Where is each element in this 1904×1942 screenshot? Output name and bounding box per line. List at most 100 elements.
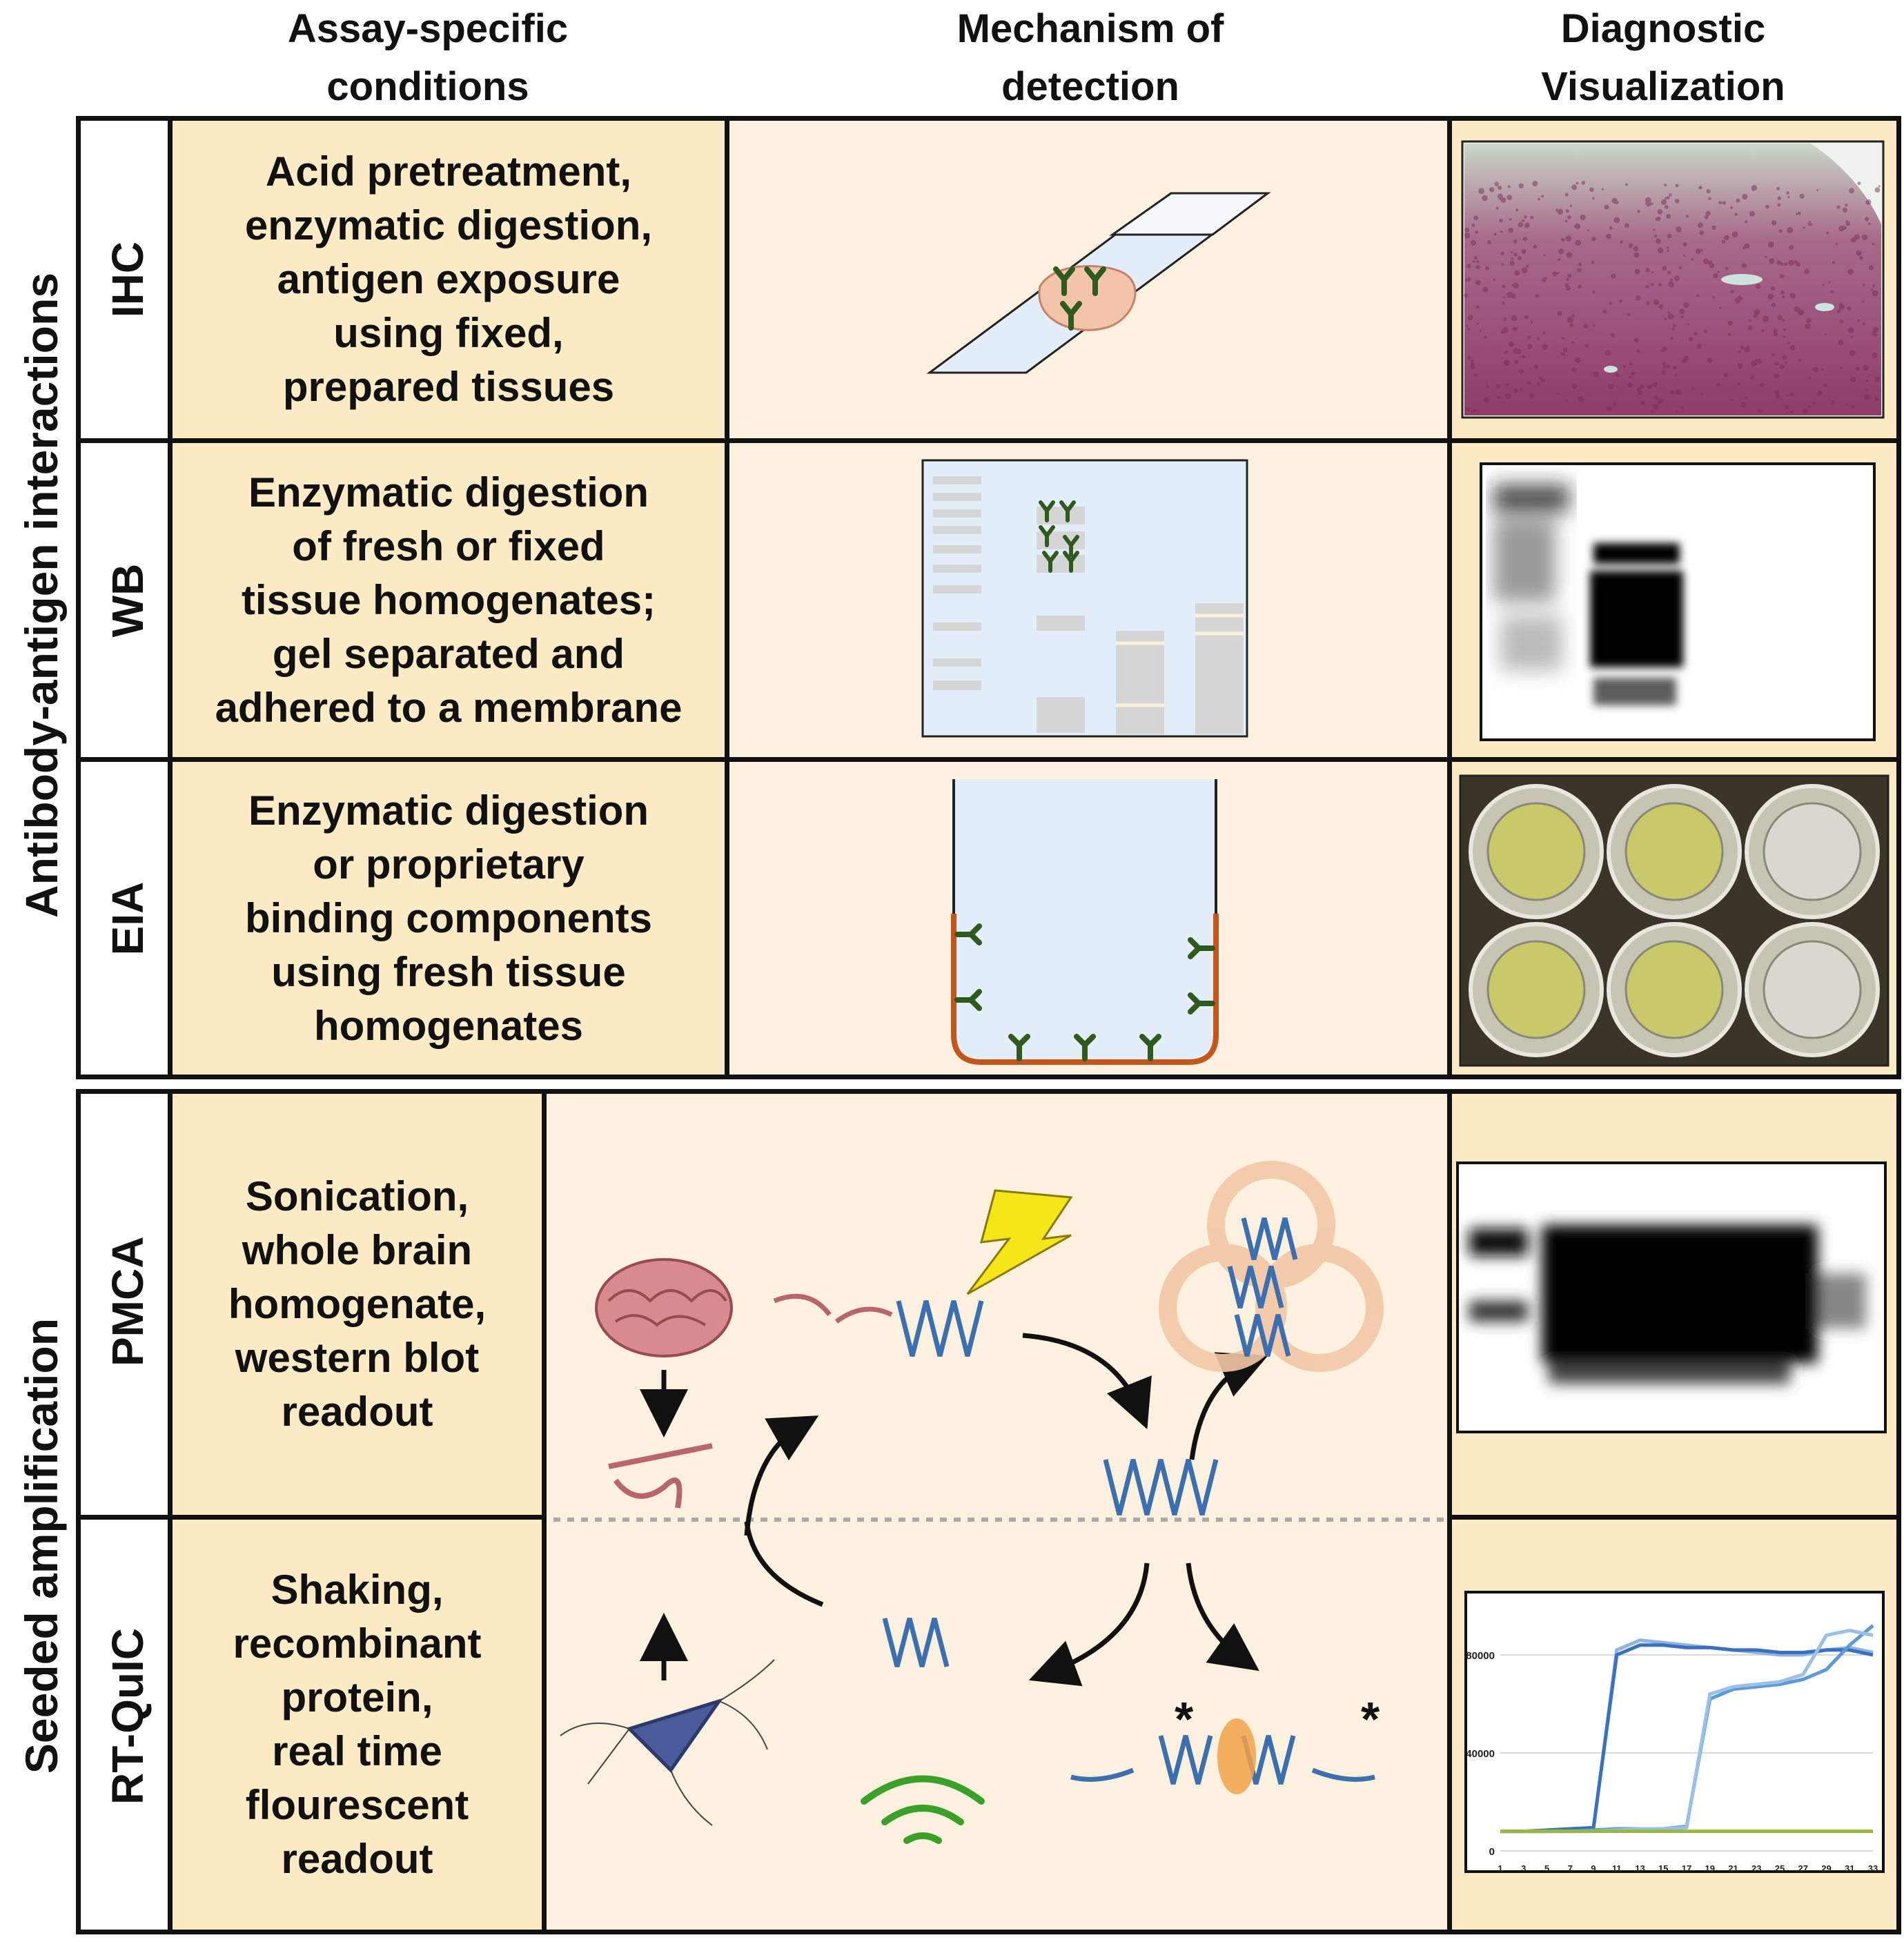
chart-series-line xyxy=(1500,1643,1874,1834)
x-tick-label: 23 xyxy=(1751,1863,1761,1874)
rtquic-cond-line: real time xyxy=(272,1728,442,1774)
eia-cond-line: or proprietary xyxy=(313,841,585,887)
pmca-conditions: Sonication, whole brain homogenate, west… xyxy=(173,1094,542,1515)
pmca-cond-line: readout xyxy=(281,1389,433,1435)
x-tick-label: 29 xyxy=(1821,1863,1831,1874)
svg-text:*: * xyxy=(1175,1692,1194,1746)
y-tick-label: 0 xyxy=(1489,1846,1495,1858)
eia-cond-line: Enzymatic digestion xyxy=(248,787,649,834)
x-tick-label: 7 xyxy=(1568,1863,1573,1874)
ihc-cond-line: prepared tissues xyxy=(282,364,615,410)
seeded-mechanism: * * xyxy=(547,1094,1447,1930)
eia-well-diagram xyxy=(951,779,1219,1065)
well-liquid xyxy=(1625,802,1724,901)
eia-mechanism xyxy=(729,762,1447,1075)
x-tick-label: 21 xyxy=(1728,1863,1738,1874)
pmca-cond-line: whole brain xyxy=(242,1227,473,1273)
wb-conditions: Enzymatic digestion of fresh or fixed ti… xyxy=(173,443,725,757)
x-tick-label: 11 xyxy=(1612,1863,1622,1874)
wb-membrane-diagram xyxy=(921,459,1248,738)
x-tick-label: 33 xyxy=(1868,1863,1878,1874)
x-tick-label: 27 xyxy=(1798,1863,1808,1874)
rtquic-cond-line: readout xyxy=(281,1836,433,1882)
rtquic-cond-line: recombinant xyxy=(233,1620,482,1667)
header-conditions-line2: conditions xyxy=(326,64,529,109)
ihc-cond-line: antigen exposure xyxy=(277,256,620,302)
antibody-icon xyxy=(954,923,1215,1061)
ihc-mechanism xyxy=(729,121,1447,438)
well-liquid xyxy=(1486,802,1586,901)
seeded-amplification-cycle: * * xyxy=(553,1161,1444,1844)
ihc-cond-line: using fixed, xyxy=(333,310,564,356)
eia-conditions: Enzymatic digestion or proprietary bindi… xyxy=(173,762,725,1075)
eia-cond-line: homogenates xyxy=(313,1002,584,1049)
rtquic-cond-line: protein, xyxy=(281,1674,433,1720)
x-tick-label: 19 xyxy=(1705,1863,1715,1874)
x-tick-label: 17 xyxy=(1682,1863,1691,1874)
group-label-seeded: Seeded amplification xyxy=(16,1317,67,1774)
eia-plate-image xyxy=(1459,774,1890,1067)
x-tick-label: 25 xyxy=(1775,1863,1785,1874)
x-tick-label: 3 xyxy=(1521,1863,1526,1874)
header-mechanism-line2: detection xyxy=(1001,64,1179,109)
rtquic-conditions: Shaking, recombinant protein, real time … xyxy=(173,1520,542,1930)
wb-blot-image xyxy=(1480,462,1876,741)
ihc-cond-line: Acid pretreatment, xyxy=(265,148,632,195)
eia-visualization xyxy=(1452,762,1896,1075)
pmca-visualization xyxy=(1452,1094,1896,1515)
pmca-cond-line: western blot xyxy=(235,1335,480,1381)
x-tick-label: 1 xyxy=(1498,1863,1502,1874)
ihc-cond-line: enzymatic digestion, xyxy=(244,202,653,248)
prion-fibril xyxy=(834,1217,1375,1785)
prion-seed-protein xyxy=(608,1443,713,1509)
bottom-section-frame xyxy=(76,1089,1901,1934)
antibody-icon xyxy=(1039,500,1079,573)
x-tick-label: 13 xyxy=(1635,1863,1645,1874)
header-visualization-line1: Diagnostic xyxy=(1560,6,1766,51)
header-conditions-line1: Assay-specific xyxy=(287,6,569,51)
pmca-blot-image xyxy=(1456,1161,1887,1433)
ihc-stained-tissue-image xyxy=(1461,140,1885,419)
brain-icon xyxy=(595,1258,733,1357)
wb-cond-line: of fresh or fixed xyxy=(292,522,605,569)
wb-cond-line: gel separated and xyxy=(272,630,625,677)
wb-mechanism xyxy=(729,443,1447,757)
svg-text:*: * xyxy=(1361,1692,1380,1746)
y-tick-label: 40000 xyxy=(1466,1748,1495,1760)
rtquic-cond-line: flourescent xyxy=(245,1782,469,1828)
header-mechanism-line1: Mechanism of xyxy=(956,6,1224,51)
ihc-slide-diagram xyxy=(926,192,1271,374)
well-liquid xyxy=(1763,940,1862,1039)
ihc-conditions: Acid pretreatment, enzymatic digestion, … xyxy=(173,121,725,438)
pmca-cond-line: homogenate, xyxy=(228,1281,487,1327)
group-label-antibody: Antibody-antigen interactions xyxy=(16,272,67,918)
wb-cond-line: adhered to a membrane xyxy=(215,684,683,731)
x-tick-label: 9 xyxy=(1591,1863,1596,1874)
wb-visualization xyxy=(1452,443,1896,757)
fluorescence-icon xyxy=(861,1775,985,1844)
pmca-cond-line: Sonication, xyxy=(245,1173,469,1219)
header-mechanism: Mechanism of detection xyxy=(870,0,1311,116)
x-tick-label: 31 xyxy=(1845,1863,1854,1874)
well-liquid xyxy=(1486,940,1586,1039)
header-visualization: Diagnostic Visualization xyxy=(1442,0,1884,116)
ihc-visualization xyxy=(1452,121,1896,438)
y-tick-label: 80000 xyxy=(1466,1650,1495,1662)
x-tick-label: 15 xyxy=(1658,1863,1668,1874)
neuron-icon xyxy=(560,1659,775,1826)
wb-cond-line: tissue homogenates; xyxy=(241,576,656,623)
biohazard-icon xyxy=(1159,1161,1384,1372)
rtquic-cond-line: Shaking, xyxy=(271,1567,444,1613)
eia-cond-line: binding components xyxy=(245,894,652,941)
eia-cond-line: using fresh tissue xyxy=(271,948,626,995)
wb-cond-line: Enzymatic digestion xyxy=(248,469,649,516)
header-conditions: Assay-specific conditions xyxy=(207,0,649,116)
antibody-icon xyxy=(1053,266,1106,331)
lightning-icon xyxy=(966,1189,1073,1295)
header-visualization-line2: Visualization xyxy=(1541,64,1785,109)
x-tick-label: 5 xyxy=(1544,1863,1549,1874)
well-liquid xyxy=(1763,802,1862,901)
top-section-frame xyxy=(76,116,1901,1079)
